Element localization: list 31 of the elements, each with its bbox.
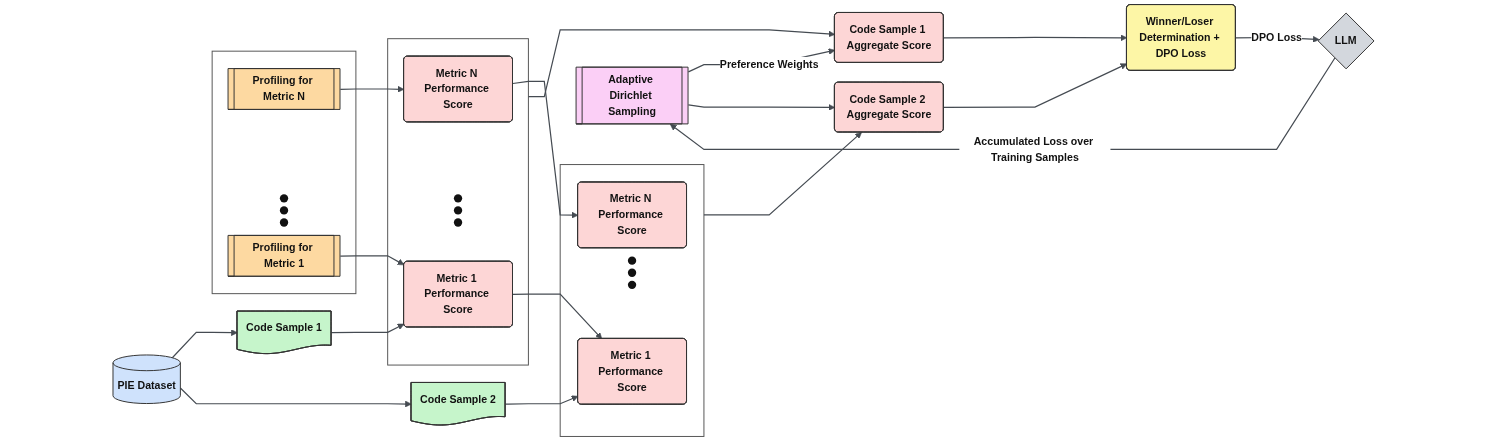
ellipsis-icon (279, 194, 289, 227)
arrow (703, 132, 862, 216)
arrow (943, 63, 1128, 109)
arrow (512, 80, 579, 219)
process-box: Metric 1 Performance Score (577, 337, 687, 405)
arrow (504, 395, 579, 405)
arrow (171, 329, 238, 359)
arrow (512, 293, 603, 340)
subprocess-box: Profiling for Metric N (227, 68, 341, 110)
subprocess-box: Adaptive Dirichlet Sampling (575, 66, 689, 125)
database-cylinder: PIE Dataset (112, 354, 181, 404)
ellipsis-icon (453, 194, 463, 227)
document-shape: Code Sample 2 (410, 381, 506, 426)
arrow (687, 104, 836, 111)
arrow (527, 29, 836, 98)
arrow (339, 255, 405, 266)
process-box: Winner/Loser Determination + DPO Loss (1126, 4, 1236, 71)
process-box: Metric N Performance Score (577, 181, 687, 249)
arrow (339, 85, 405, 93)
process-box: Metric 1 Performance Score (403, 260, 513, 328)
arrow (330, 323, 405, 334)
decision-diamond: LLM (1317, 12, 1375, 70)
document-shape: Code Sample 1 (236, 310, 332, 355)
arrow (179, 387, 412, 408)
process-box: Code Sample 1 Aggregate Score (833, 12, 944, 63)
subprocess-box: Profiling for Metric 1 (227, 234, 341, 277)
ellipsis-icon (627, 256, 637, 289)
edge-label: Preference Weights (719, 56, 819, 73)
process-box: Metric N Performance Score (403, 55, 513, 123)
arrow (943, 34, 1128, 42)
process-box: Code Sample 2 Aggregate Score (833, 81, 944, 133)
